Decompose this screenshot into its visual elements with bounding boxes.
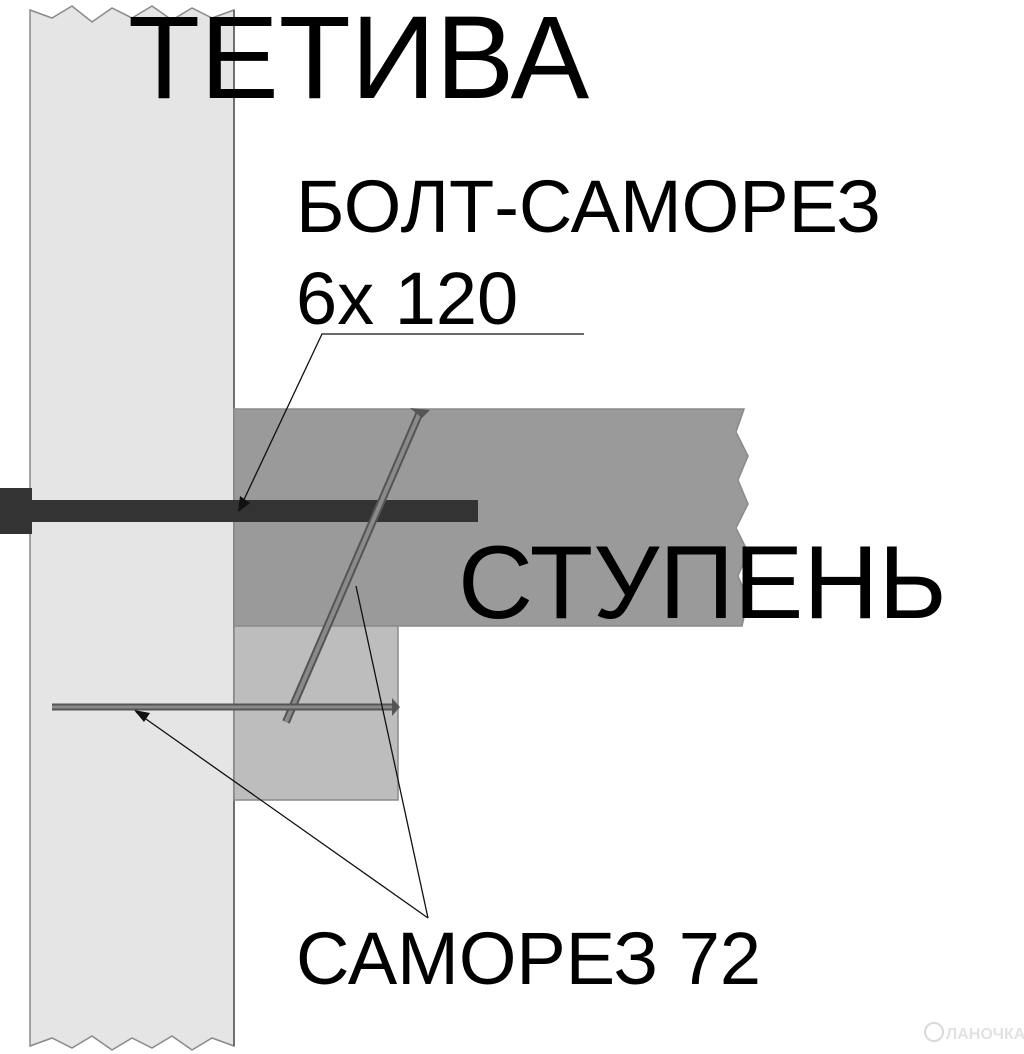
bolt-head <box>0 488 32 534</box>
horizontal-screw <box>52 698 400 716</box>
bolt-screw-label-line2: 6х 120 <box>296 257 518 340</box>
step-label: СТУПЕНЬ <box>458 525 947 641</box>
stringer-board <box>29 5 235 1051</box>
wood-screw-label: САМОРЕЗ 72 <box>296 917 761 1000</box>
stringer-label: ТЕТИВА <box>128 0 589 124</box>
bolt-leader <box>238 333 584 512</box>
diagonal-screw <box>282 408 430 724</box>
step-board <box>233 408 749 627</box>
bolt-screw-label-line1: БОЛТ-САМОРЕЗ <box>296 165 881 248</box>
bolt-shank <box>28 500 478 522</box>
watermark-logo: ЛАНОЧКА <box>924 1022 1024 1043</box>
screw-leaders <box>134 585 429 919</box>
svg-text:ЛАНОЧКА: ЛАНОЧКА <box>946 1026 1024 1043</box>
